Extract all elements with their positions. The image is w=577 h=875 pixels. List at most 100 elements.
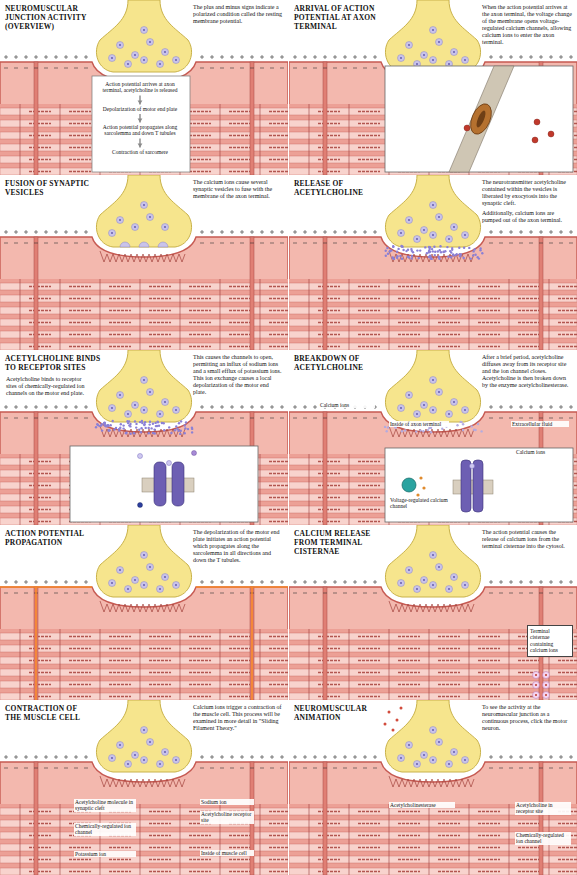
flow-step: Action potential propagates along sarcol… xyxy=(96,123,184,138)
thick-filament xyxy=(269,461,288,462)
acetylcholine-dot xyxy=(127,63,129,65)
z-line xyxy=(180,279,181,350)
acetylcholine-molecule xyxy=(471,425,473,427)
thick-filament xyxy=(69,696,91,697)
calcium-ion xyxy=(548,131,554,137)
thick-filament xyxy=(398,696,420,697)
acetylcholine-molecule xyxy=(387,253,389,255)
thick-filament xyxy=(478,298,500,299)
part-label: Chemically-regulated ion channel xyxy=(515,832,571,845)
acetylcholine-molecule xyxy=(470,257,472,259)
thick-filament xyxy=(318,298,340,299)
acetylcholine-dot xyxy=(119,219,121,221)
synaptic-vesicle xyxy=(132,224,139,231)
acetylcholine-dot xyxy=(438,566,440,568)
thick-filament xyxy=(189,298,211,299)
thick-filament xyxy=(229,648,251,649)
thick-filament xyxy=(318,111,340,112)
signal-dot xyxy=(392,729,395,732)
thick-filament xyxy=(69,648,91,649)
thick-filament xyxy=(149,823,171,824)
acetylcholine-molecule xyxy=(455,254,457,256)
acetylcholine-molecule xyxy=(154,422,156,424)
acetylcholine-molecule xyxy=(138,454,143,459)
part-label: Inside of axon terminal xyxy=(389,421,449,427)
acetylcholine-molecule xyxy=(152,423,154,425)
acetylcholine-molecule xyxy=(385,255,387,257)
acetylcholine-molecule xyxy=(479,249,481,251)
thick-filament xyxy=(229,871,251,872)
t-tubule xyxy=(323,412,327,525)
z-line xyxy=(20,279,21,350)
thick-filament xyxy=(109,660,131,661)
acetylcholine-dot xyxy=(464,59,466,61)
thick-filament xyxy=(189,334,211,335)
acetylcholine-molecule xyxy=(447,256,449,258)
myofibril-band xyxy=(0,633,288,640)
calcium-ion xyxy=(535,684,537,686)
thick-filament xyxy=(358,322,380,323)
thick-filament xyxy=(269,660,288,661)
acetylcholine-molecule xyxy=(133,432,135,434)
thick-filament xyxy=(358,159,380,160)
thick-filament xyxy=(149,310,171,311)
acetylcholine-dot xyxy=(111,232,113,234)
acetylcholine-molecule xyxy=(125,432,127,434)
thick-filament xyxy=(229,310,251,311)
thick-filament xyxy=(29,334,51,335)
myofibril-zone xyxy=(0,629,288,700)
acetylcholine-molecule xyxy=(191,431,193,433)
t-tubule xyxy=(250,237,254,350)
acetylcholine-molecule xyxy=(433,246,435,248)
thick-filament xyxy=(189,111,211,112)
acetylcholine-molecule xyxy=(392,257,394,259)
synaptic-vesicle xyxy=(398,405,405,412)
body-text: This causes the channels to open, permit… xyxy=(192,354,284,396)
thick-filament xyxy=(438,286,460,287)
flow-step: Depolarization of motor end plate xyxy=(96,105,184,113)
thick-filament xyxy=(229,660,251,661)
thick-filament xyxy=(358,823,380,824)
acetylcholine-molecule xyxy=(105,425,107,427)
acetylcholine-molecule xyxy=(184,424,186,426)
synaptic-vesicle xyxy=(462,232,469,239)
acetylcholine-molecule xyxy=(422,430,424,432)
thick-filament xyxy=(478,684,500,685)
acetylcholine-molecule xyxy=(474,254,476,256)
acetylcholine-molecule xyxy=(451,249,453,251)
acetylcholine-dot xyxy=(423,754,425,756)
z-line xyxy=(349,454,350,525)
thick-filament xyxy=(318,473,340,474)
acetylcholine-molecule xyxy=(428,250,430,252)
acetylcholine-dot xyxy=(164,51,166,53)
synaptic-vesicle xyxy=(147,739,154,746)
body-text: The calcium ions cause several synaptic … xyxy=(192,179,284,200)
acetylcholine-molecule xyxy=(399,255,401,257)
z-line xyxy=(260,279,261,350)
thick-filament xyxy=(558,847,577,848)
acetylcholine-molecule xyxy=(108,429,110,431)
thick-filament xyxy=(229,672,251,673)
myofibril-band xyxy=(289,283,577,290)
acetylcholine-dot xyxy=(400,57,402,59)
synaptic-vesicle xyxy=(141,727,148,734)
acetylcholine-molecule xyxy=(477,256,479,258)
thick-filament xyxy=(398,847,420,848)
thick-filament xyxy=(29,521,51,522)
thick-filament xyxy=(318,461,340,462)
calcium-ion xyxy=(545,684,547,686)
thick-filament xyxy=(269,346,288,347)
acetylcholine-dot xyxy=(127,763,129,765)
acetylcholine-molecule xyxy=(481,252,483,254)
synaptic-vesicle xyxy=(414,586,421,593)
acetylcholine-dot xyxy=(143,409,145,411)
muscle-cell xyxy=(289,587,577,700)
thick-filament xyxy=(229,636,251,637)
acetylcholine-dot xyxy=(149,41,151,43)
thick-filament xyxy=(358,171,380,172)
myofibril-band xyxy=(289,307,577,314)
thick-filament xyxy=(69,111,91,112)
acetylcholine-molecule xyxy=(442,251,444,253)
acetylcholine-dot xyxy=(453,751,455,753)
thick-filament xyxy=(398,298,420,299)
